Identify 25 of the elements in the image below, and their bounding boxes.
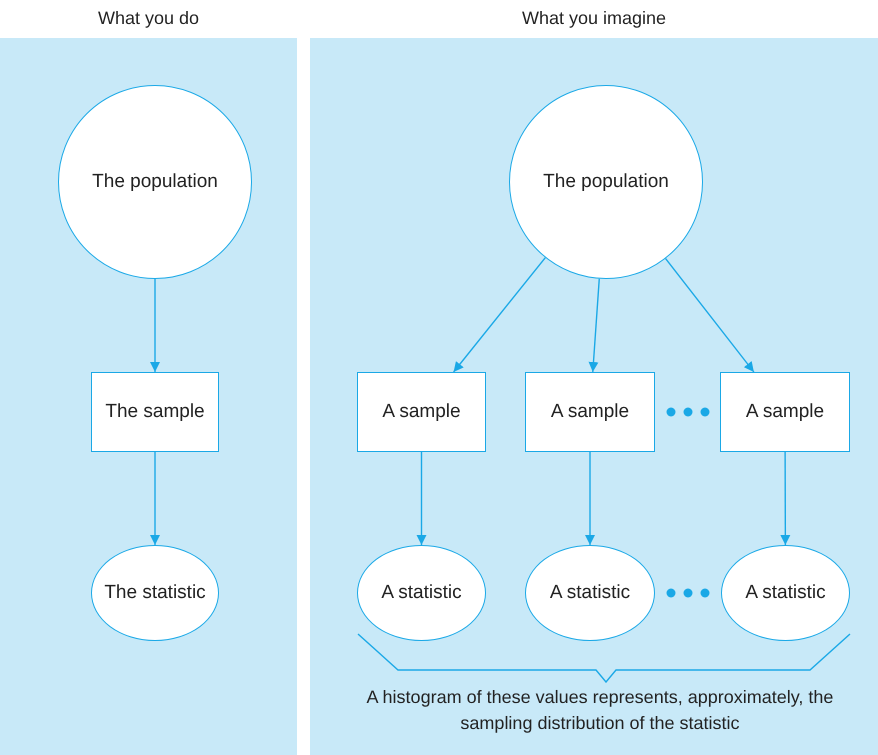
node-label: The population — [91, 171, 219, 193]
node-label: The statistic — [103, 582, 207, 604]
panel-heading: What you imagine — [520, 8, 668, 29]
arrow — [453, 257, 546, 372]
caption-note: A histogram of these values represents, approximately, the sampling distribution of the statistic — [366, 686, 834, 735]
arrow — [416, 452, 426, 545]
node-label: A statistic — [744, 582, 827, 604]
panel-heading: What you do — [96, 8, 200, 29]
node-label: A sample — [381, 401, 462, 423]
arrow — [585, 452, 595, 545]
arrow — [150, 279, 160, 372]
arrow — [665, 258, 754, 372]
process-box — [525, 372, 655, 452]
node-label: The population — [542, 171, 670, 193]
node-label: A statistic — [548, 582, 632, 604]
node-label: A sample — [550, 401, 630, 423]
arrow — [588, 278, 600, 372]
node-label: A statistic — [380, 582, 463, 604]
node-label: The sample — [104, 401, 206, 423]
arrow — [780, 452, 790, 545]
process-box — [91, 372, 219, 452]
process-box — [357, 372, 486, 452]
arrow — [150, 452, 160, 545]
process-box — [720, 372, 850, 452]
node-label: A sample — [744, 401, 826, 423]
